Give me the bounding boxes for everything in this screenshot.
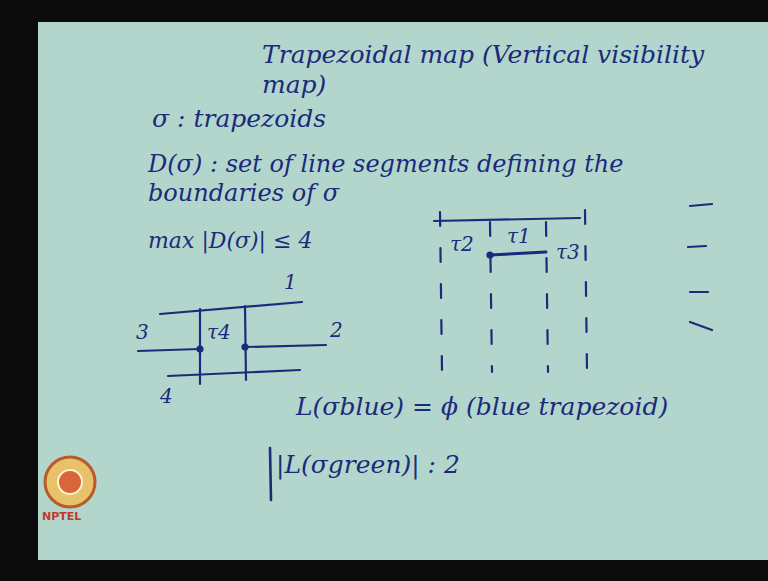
segment-number: 2 <box>330 318 343 342</box>
definition-note: σ : trapezoids <box>152 104 326 134</box>
segment-number: 1 <box>284 270 297 294</box>
trapezoid-label: τ2 <box>450 232 474 256</box>
definition-note: D(σ) : set of line segments defining the… <box>148 150 728 208</box>
conflict-note: L(σblue) = ϕ (blue trapezoid) <box>296 392 668 422</box>
paper-sheet <box>38 22 768 560</box>
segment-number: 3 <box>136 320 149 344</box>
logo-text: NPTEL <box>42 510 81 523</box>
segment-number: 4 <box>160 384 173 408</box>
trapezoid-label: τ3 <box>556 240 580 264</box>
conflict-note: |L(σgreen)| : 2 <box>276 450 460 480</box>
page-title: Trapezoidal map (Vertical visibility map… <box>262 40 752 100</box>
trapezoid-label: τ1 <box>507 224 531 248</box>
bound-note: max |D(σ)| ≤ 4 <box>148 228 312 254</box>
trapezoid-label: τ4 <box>207 320 231 344</box>
